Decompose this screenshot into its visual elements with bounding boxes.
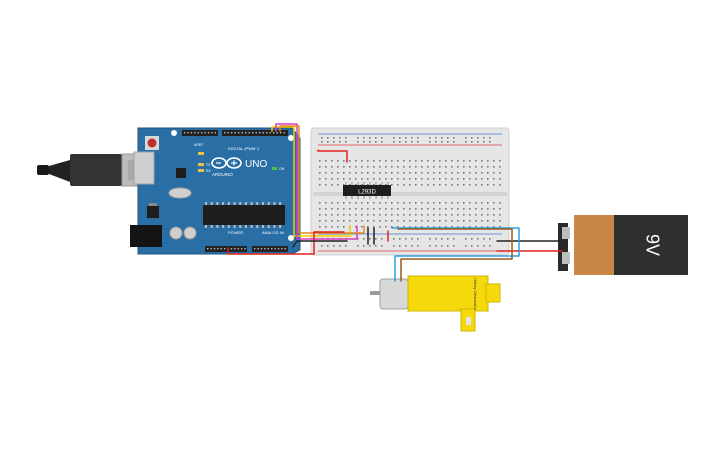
capacitor	[169, 226, 183, 240]
arduino-uno-board[interactable]: AREF DIGITAL (PWM~) TX RX UNO ARDUINO ON	[130, 127, 301, 255]
crystal-oscillator	[168, 187, 192, 199]
gearbox-end	[485, 283, 501, 303]
power-label: POWER	[228, 230, 243, 235]
arduino-logo-icon	[211, 157, 242, 169]
analog-label: ANALOG IN	[262, 230, 284, 235]
breadboard-top-rail-holes[interactable]	[321, 137, 491, 143]
wire-brown-motor[interactable]	[397, 228, 513, 282]
battery-terminal-negative[interactable]	[562, 252, 570, 264]
motor-label: Hobby Gearmotor	[473, 278, 478, 310]
digital-header-pins[interactable]	[184, 132, 285, 134]
wire-orange[interactable]	[279, 125, 365, 234]
motor-shaft	[370, 291, 380, 295]
gearbox	[407, 275, 489, 312]
power-header[interactable]	[205, 246, 247, 252]
digital-label: DIGITAL (PWM~)	[228, 146, 260, 151]
motor-can	[379, 278, 409, 310]
wire-magenta[interactable]	[275, 123, 358, 240]
9v-battery[interactable]: 9V	[558, 215, 688, 275]
wire-red-5v[interactable]	[227, 231, 345, 255]
atmega-chip	[203, 205, 285, 225]
l293d-chip[interactable]: L293D	[343, 182, 391, 199]
mounting-hole	[171, 130, 177, 136]
on-label: ON	[279, 167, 285, 171]
battery-label: 9V	[642, 234, 662, 256]
wire-black-gnd[interactable]	[292, 240, 348, 248]
aref-label: AREF	[194, 143, 203, 147]
wire-red-rail[interactable]	[317, 149, 348, 163]
breadboard[interactable]	[310, 127, 510, 256]
atmega-pins	[205, 202, 282, 228]
analog-header[interactable]	[252, 246, 288, 252]
chip-label: L293D	[358, 190, 376, 196]
on-led	[272, 167, 277, 170]
l-led	[198, 152, 204, 155]
rx-led	[198, 169, 204, 172]
mounting-hole	[288, 135, 294, 141]
model-text: UNO	[245, 159, 267, 170]
rx-label: RX	[206, 169, 212, 173]
capacitor	[183, 226, 197, 240]
dc-power-jack[interactable]	[130, 225, 162, 247]
usb-chip	[176, 168, 186, 178]
tx-label: TX	[206, 163, 211, 167]
breadboard-holes[interactable]	[319, 160, 501, 228]
wire-blue-motor[interactable]	[391, 227, 520, 282]
battery-body	[614, 215, 688, 275]
wire-yellow[interactable]	[271, 126, 351, 237]
usb-port[interactable]	[133, 151, 155, 185]
battery-cap	[574, 215, 614, 275]
battery-terminal-block[interactable]	[558, 223, 568, 271]
voltage-regulator	[147, 206, 159, 218]
logo-text: ARDUINO	[212, 172, 233, 177]
breadboard-bottom-rail-holes[interactable]	[321, 238, 491, 247]
battery-terminal-positive[interactable]	[562, 227, 570, 239]
hobby-gearmotor[interactable]: Hobby Gearmotor	[370, 275, 501, 332]
reset-button-cap[interactable]	[147, 138, 157, 148]
digital-header-right[interactable]	[222, 130, 288, 136]
mounting-hole	[288, 235, 294, 241]
tx-led	[198, 163, 204, 166]
digital-header-left[interactable]	[182, 130, 218, 136]
